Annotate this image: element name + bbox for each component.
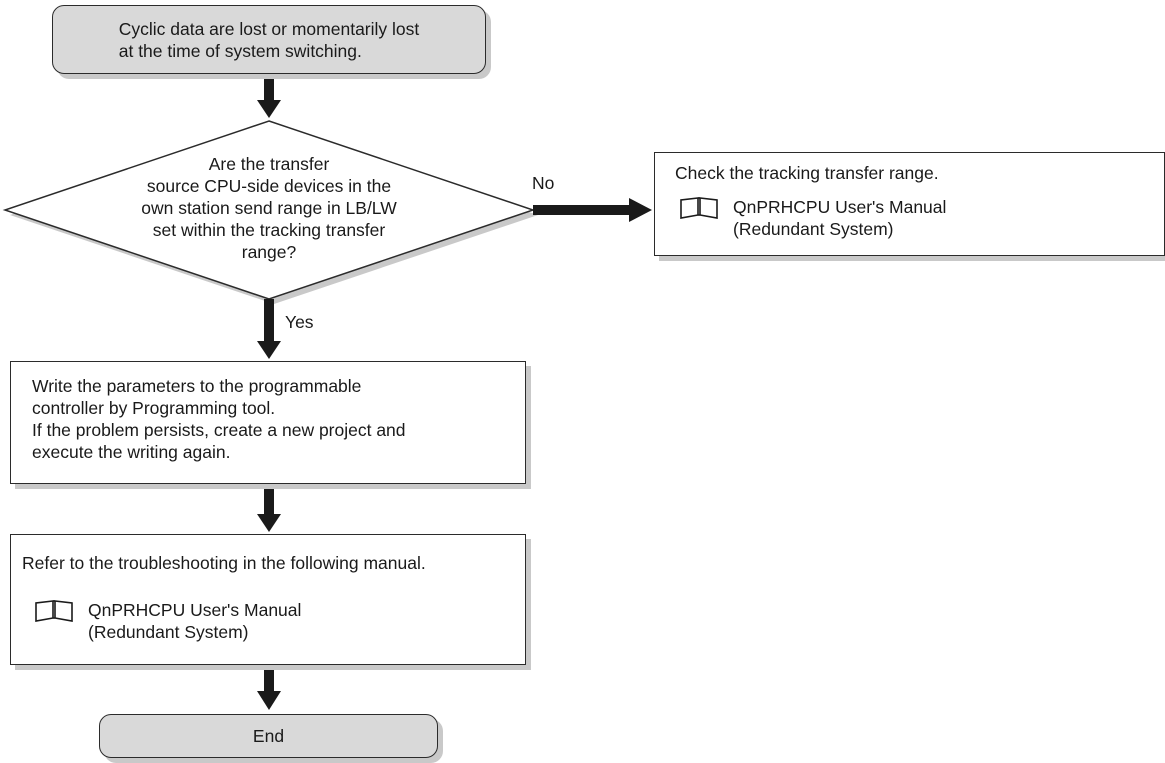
arrow-no-shaft [533,205,631,215]
write-parameters-box: Write the parameters to the programmable… [10,361,526,484]
check-transfer-range-text: Check the tracking transfer range. [675,163,939,183]
book-icon [35,600,73,622]
manual-reference-title: QnPRHCPU User's Manual (Redundant System… [88,600,302,642]
arrow-process-to-troubleshoot-shaft [264,486,274,516]
end-terminal: End [99,714,438,758]
troubleshooting-text: Refer to the troubleshooting in the foll… [22,553,426,573]
book-icon [680,197,718,219]
arrow-process-to-troubleshoot-head [257,514,281,532]
check-transfer-range-box: Check the tracking transfer range. QnPRH… [654,152,1165,256]
yes-edge-label: Yes [285,312,314,332]
write-parameters-text: Write the parameters to the programmable… [32,376,406,462]
arrow-start-to-decision-shaft [264,76,274,102]
end-label: End [252,726,285,746]
decision-question: Are the transfer source CPU-side devices… [141,154,397,262]
arrow-yes-shaft [264,299,274,343]
manual-reference: QnPRHCPU User's Manual (Redundant System… [34,599,301,643]
manual-reference: QnPRHCPU User's Manual (Redundant System… [679,196,946,240]
no-edge-label: No [532,173,555,193]
arrow-troubleshoot-to-end-shaft [264,667,274,693]
arrow-troubleshoot-to-end-head [257,691,281,710]
manual-reference-title: QnPRHCPU User's Manual (Redundant System… [733,197,947,239]
start-label: Cyclic data are lost or momentarily lost… [118,18,420,61]
troubleshooting-box: Refer to the troubleshooting in the foll… [10,534,526,665]
arrow-yes-head [257,341,281,359]
arrow-start-to-decision-head [257,100,281,118]
arrow-no-head [629,198,652,222]
start-terminal: Cyclic data are lost or momentarily lost… [52,5,486,74]
